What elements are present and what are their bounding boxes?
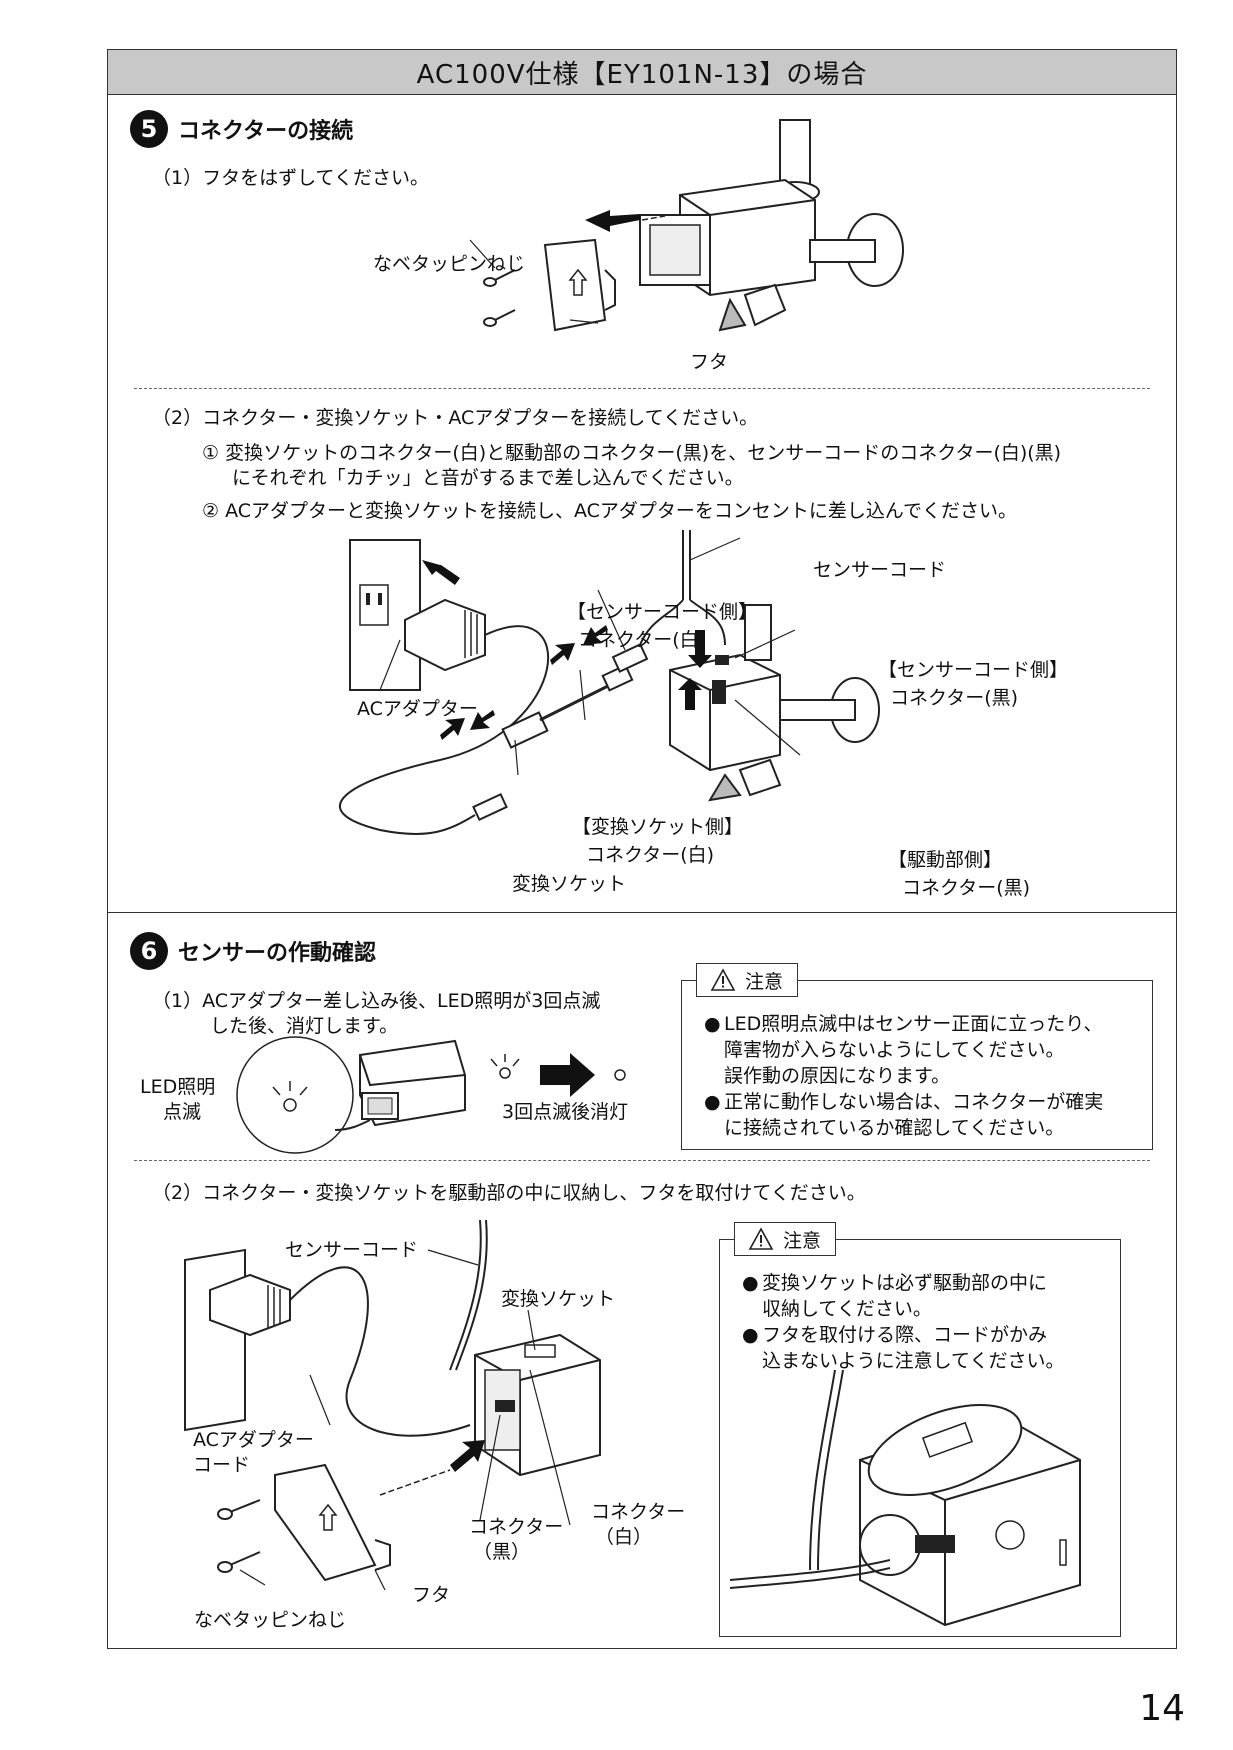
connector-storage-detail-illustration — [729, 1369, 1081, 1627]
caution-item: LED照明点滅中はセンサー正面に立ったり、 — [704, 1011, 1103, 1037]
socket-label: 変換ソケット — [512, 873, 627, 895]
sensor-cord-label: センサーコード — [285, 1239, 419, 1261]
caution-body: LED照明点滅中はセンサー正面に立ったり、 障害物が入らないようにしてください。… — [704, 1011, 1103, 1141]
caution-title: 注意 — [783, 1229, 822, 1252]
step5-sub2-item1-line1: ① 変換ソケットのコネクター(白)と駆動部のコネクター(黒)を、センサーコードの… — [202, 442, 1062, 464]
led-label: LED照明 — [140, 1076, 216, 1098]
sensor-side-white-label: 【センサーコード側】 — [567, 601, 758, 623]
caution-item-cont: 誤作動の原因になります。 — [724, 1065, 951, 1087]
warning-triangle-icon — [710, 968, 736, 991]
step6-heading: 6 センサーの作動確認 — [130, 932, 376, 970]
connection-illustration — [339, 530, 880, 836]
step6-sub1-line1: （1）ACアダプター差し込み後、LED照明が3回点滅 — [152, 990, 601, 1012]
screw-label: なベタッピンねじ — [194, 1609, 347, 1631]
step5-heading: 5 コネクターの接続 — [130, 110, 353, 148]
page-title: AC100V仕様【EY101N-13】の場合 — [108, 50, 1176, 95]
step-number-badge: 6 — [130, 932, 168, 970]
sensor-side-black-label-2: コネクター(黒) — [890, 687, 1019, 709]
caution-title: 注意 — [745, 970, 784, 993]
manual-page-frame: AC100V仕様【EY101N-13】の場合 — [107, 49, 1177, 1649]
sensor-side-black-label: 【センサーコード側】 — [878, 659, 1069, 681]
drive-side-label: 【駆動部側】 — [888, 849, 1003, 871]
after-blink-label: 3回点滅後消灯 — [502, 1101, 629, 1123]
socket-side-label: 【変換ソケット側】 — [572, 816, 744, 838]
caution-item-cont: 障害物が入らないようにしてください。 — [724, 1039, 1065, 1061]
ac-adapter-label: ACアダプター — [357, 698, 478, 720]
dashed-divider — [134, 1160, 1150, 1161]
step5-sub2-item1-line2: にそれぞれ「カチッ」と音がするまで差し込んでください。 — [232, 467, 744, 489]
socket-label: 変換ソケット — [501, 1288, 616, 1310]
page-number: 14 — [1139, 1688, 1185, 1729]
dashed-divider — [134, 388, 1150, 389]
storage-illustration — [184, 1219, 601, 1591]
warning-triangle-icon — [748, 1227, 774, 1250]
caution-item-cont: 収納してください。 — [762, 1298, 932, 1320]
drive-side-label-2: コネクター(黒) — [902, 877, 1031, 899]
screw-label: なベタッピンねじ — [373, 253, 526, 275]
cover-removal-illustration — [469, 119, 904, 332]
step6-title: センサーの作動確認 — [178, 941, 377, 966]
connector-black-label: コネクター — [469, 1516, 564, 1538]
sensor-side-white-label-2: コネクター(白) — [578, 629, 707, 651]
caution-item: 変換ソケットは必ず駆動部の中に — [742, 1270, 1064, 1296]
step5-title: コネクターの接続 — [178, 119, 354, 144]
section-divider — [108, 912, 1176, 913]
connector-white-label-2: （白） — [595, 1526, 653, 1548]
step5-sub1: （1）フタをはずしてください。 — [152, 167, 429, 189]
step5-sub2: （2）コネクター・変換ソケット・ACアダプターを接続してください。 — [152, 407, 759, 429]
step-number-badge: 5 — [130, 110, 168, 148]
connector-white-label: コネクター — [591, 1501, 686, 1523]
step6-sub2: （2）コネクター・変換ソケットを駆動部の中に収納し、フタを取付けてください。 — [152, 1182, 866, 1204]
socket-side-label-2: コネクター(白) — [586, 844, 715, 866]
led-blink-illustration — [236, 1036, 626, 1154]
sensor-cord-label: センサーコード — [813, 559, 947, 581]
led-label-2: 点滅 — [163, 1101, 202, 1123]
connector-black-label-2: （黒） — [473, 1541, 531, 1563]
caution-body: 変換ソケットは必ず駆動部の中に 収納してください。 フタを取付ける際、コードがか… — [742, 1270, 1064, 1374]
caution-item: 正常に動作しない場合は、コネクターが確実 — [704, 1089, 1103, 1115]
step6-sub1-line2: した後、消灯します。 — [210, 1015, 399, 1037]
cover-label: フタ — [690, 351, 729, 373]
caution-box-2: 注意 変換ソケットは必ず駆動部の中に 収納してください。 フタを取付ける際、コー… — [719, 1222, 1121, 1637]
caution-tab: 注意 — [696, 963, 799, 997]
caution-tab: 注意 — [734, 1222, 837, 1256]
ac-cord-label: ACアダプター — [193, 1429, 314, 1451]
ac-cord-label-2: コード — [193, 1454, 251, 1476]
caution-box-1: 注意 LED照明点滅中はセンサー正面に立ったり、 障害物が入らないようにしてくだ… — [681, 963, 1153, 1150]
step5-sub2-item2: ② ACアダプターと変換ソケットを接続し、ACアダプターをコンセントに差し込んで… — [202, 500, 1017, 522]
caution-item: フタを取付ける際、コードがかみ — [742, 1322, 1064, 1348]
caution-item-cont: に接続されているか確認してください。 — [724, 1117, 1065, 1139]
cover-label: フタ — [412, 1584, 451, 1606]
caution-item-cont: 込まないように注意してください。 — [762, 1350, 1065, 1372]
